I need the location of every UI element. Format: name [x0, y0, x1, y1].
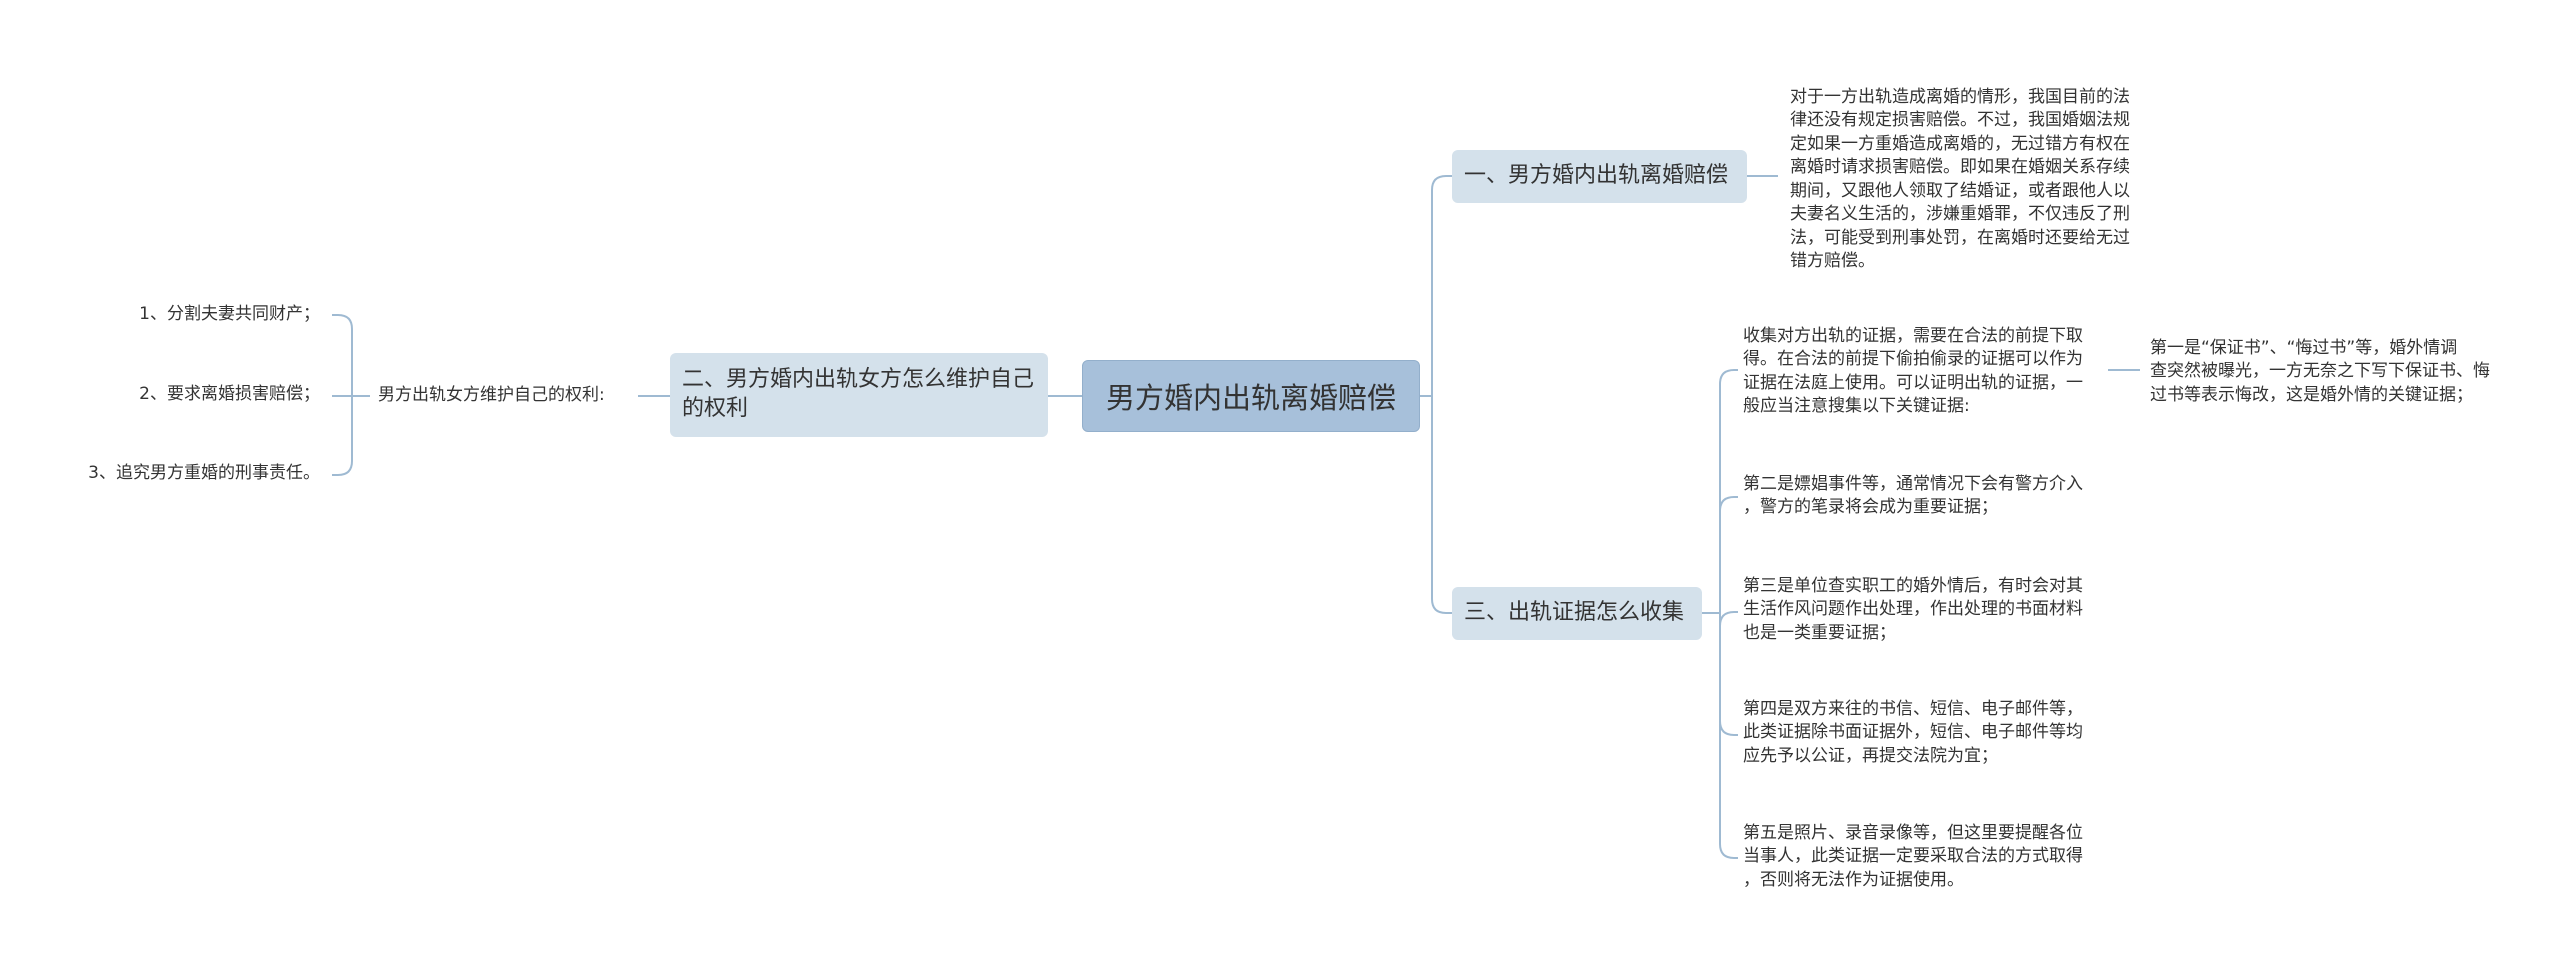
root-topic[interactable]: 男方婚内出轨离婚赔偿 — [1082, 360, 1420, 432]
connector-branch-3-item-3 — [1719, 611, 1738, 627]
branch-3-item-2[interactable]: 第二是嫖娼事件等，通常情况下会有警方介入 ，警方的笔录将会成为重要证据； — [1743, 474, 2083, 518]
connector-branch-3-item-5 — [1719, 613, 1738, 859]
branch-3-item-3[interactable]: 第三是单位查实职工的婚外情后，有时会对其 生活作风问题作出处理，作出处理的书面材… — [1743, 576, 2083, 643]
branch-3-item-1[interactable]: 收集对方出轨的证据，需要在合法的前提下取 得。在合法的前提下偷拍偷录的证据可以作… — [1743, 326, 2083, 417]
branch-3-item-4[interactable]: 第四是双方来往的书信、短信、电子邮件等， 此类证据除书面证据外，短信、电子邮件等… — [1743, 699, 2083, 766]
branch-3-item-1-child[interactable]: 第一是“保证书”、“悔过书”等，婚外情调 查突然被曝光，一方无奈之下写下保证书、… — [2150, 338, 2490, 405]
connector-sublabel-item-3 — [332, 396, 353, 476]
branch-1-topic[interactable]: 一、男方婚内出轨离婚赔偿 — [1452, 150, 1747, 203]
branch-2-sublabel[interactable]: 男方出轨女方维护自己的权利: — [378, 385, 605, 405]
branch-3-item-5[interactable]: 第五是照片、录音录像等，但这里要提醒各位 当事人，此类证据一定要采取合法的方式取… — [1743, 823, 2083, 890]
branch-2-topic[interactable]: 二、男方婚内出轨女方怎么维护自己的权利 — [670, 353, 1048, 437]
connector-root-branch-3 — [1431, 396, 1452, 614]
connector-root-branch-1 — [1431, 175, 1452, 396]
branch-2-item-2[interactable]: 2、要求离婚损害赔偿； — [139, 384, 320, 404]
connector-sublabel-item-1 — [332, 314, 353, 396]
branch-2-item-1[interactable]: 1、分割夫妻共同财产； — [139, 304, 320, 324]
branch-1-detail[interactable]: 对于一方出轨造成离婚的情形，我国目前的法 律还没有规定损害赔偿。不过，我国婚姻法… — [1790, 87, 2130, 272]
connector-branch-3-item-4 — [1719, 613, 1738, 736]
connector-branch-3-item-2 — [1719, 496, 1738, 613]
branch-3-topic[interactable]: 三、出轨证据怎么收集 — [1452, 587, 1702, 640]
branch-2-item-3[interactable]: 3、追究男方重婚的刑事责任。 — [88, 463, 320, 483]
connector-branch-3-item-1 — [1719, 369, 1738, 613]
